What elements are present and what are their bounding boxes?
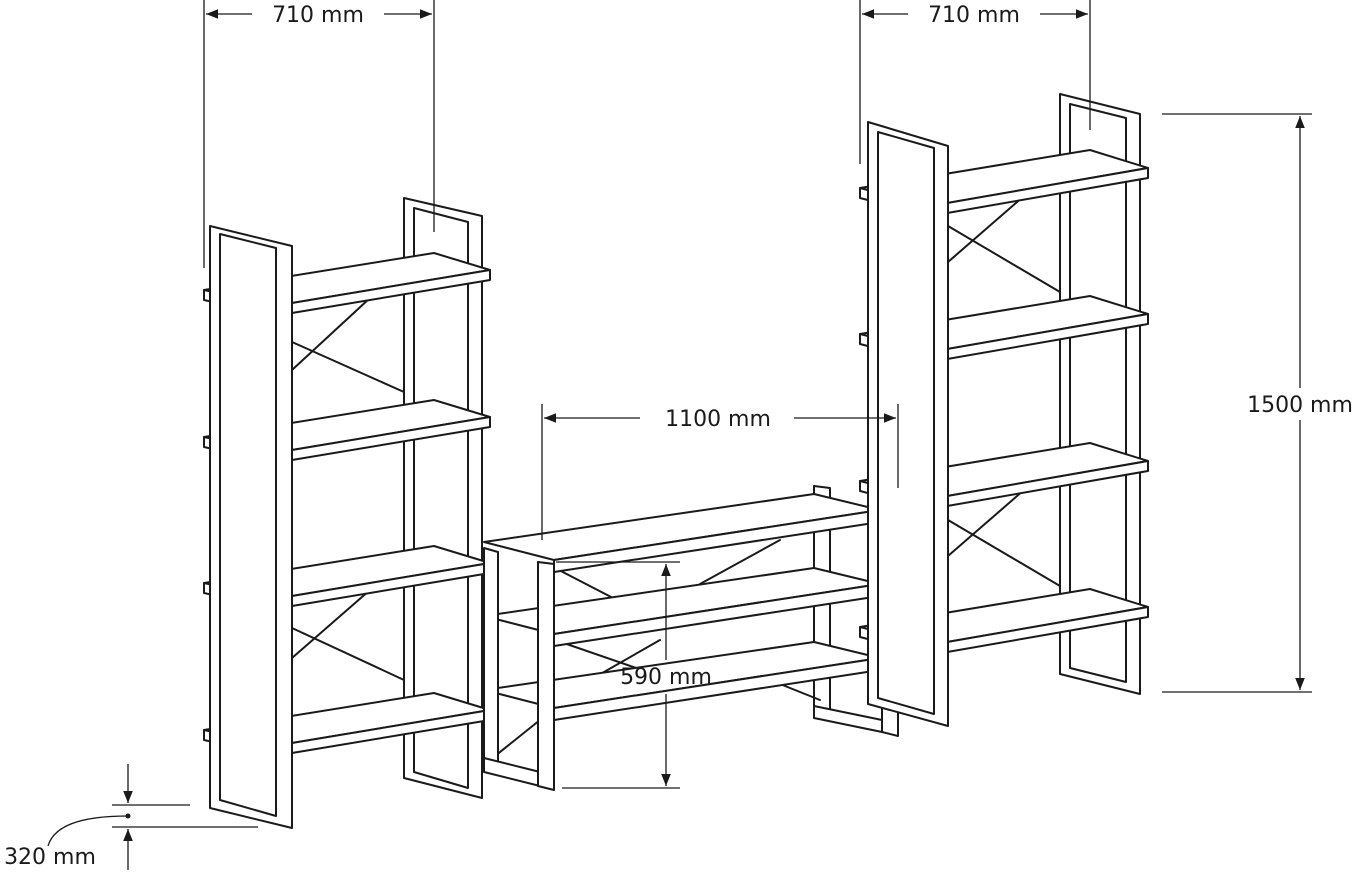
dimension-middle-length: 1100 mm: [541, 404, 899, 540]
dimension-middle-length-label: 1100 mm: [665, 407, 771, 432]
dimension-depth-label: 320 mm: [4, 845, 96, 870]
middle-shelf-unit: [483, 485, 899, 791]
right-unit-back-upright: [1059, 93, 1141, 695]
dimension-middle-height-label: 590 mm: [620, 665, 712, 690]
dimension-left-width: 710 mm: [203, 0, 435, 268]
dimension-right-width-label: 710 mm: [928, 3, 1020, 28]
left-shelf-unit: [203, 197, 491, 829]
dimension-left-width-label: 710 mm: [272, 3, 364, 28]
dimension-depth: 320 mm: [4, 764, 258, 870]
dimension-middle-height: 590 mm: [556, 561, 712, 789]
right-shelf-unit: [859, 93, 1149, 727]
dimension-right-width: 710 mm: [859, 0, 1091, 164]
dimension-tall-height-label: 1500 mm: [1247, 393, 1353, 418]
left-unit-front-upright: [209, 225, 293, 829]
dimension-tall-height: 1500 mm: [1162, 113, 1353, 693]
middle-unit-left-frame: [483, 547, 541, 787]
right-unit-front-upright: [867, 121, 949, 727]
